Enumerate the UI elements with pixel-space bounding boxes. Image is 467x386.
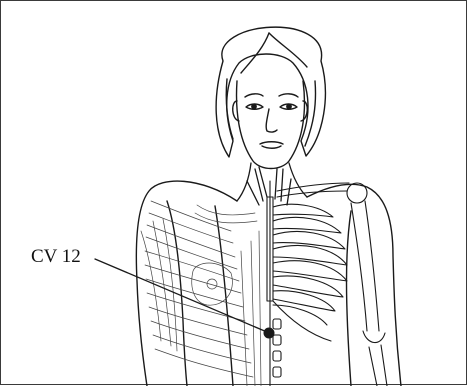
leader-line xyxy=(95,259,267,332)
cv12-marker-group xyxy=(95,259,275,339)
acupoint-label: CV 12 xyxy=(31,247,81,266)
rib-cage xyxy=(267,183,387,386)
torso-outline xyxy=(136,181,401,386)
acupoint-marker xyxy=(264,328,275,339)
muscle-hatching xyxy=(141,201,261,386)
head xyxy=(216,27,325,168)
neck xyxy=(237,163,307,205)
